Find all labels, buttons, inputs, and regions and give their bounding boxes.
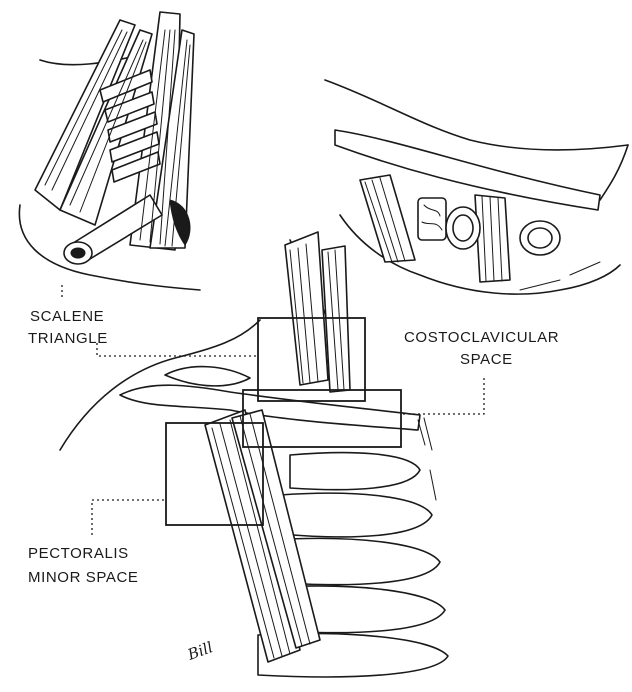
scalene-inset xyxy=(19,12,200,290)
thorax-main-view xyxy=(60,232,448,677)
costoclavicular-inset xyxy=(325,80,628,294)
costo-leader xyxy=(401,378,484,414)
costoclavicular-label-line2: SPACE xyxy=(460,351,513,368)
scalene-label-line1: SCALENE xyxy=(30,308,104,325)
pectoralis-label-line2: MINOR SPACE xyxy=(28,569,139,586)
pectoralis-label-line1: PECTORALIS xyxy=(28,545,129,562)
scalene-label-line2: TRIANGLE xyxy=(28,330,108,347)
costoclavicular-label-line1: COSTOCLAVICULAR xyxy=(404,329,559,346)
artist-signature: Bill xyxy=(184,638,215,664)
pectoralis-leader xyxy=(92,500,166,535)
